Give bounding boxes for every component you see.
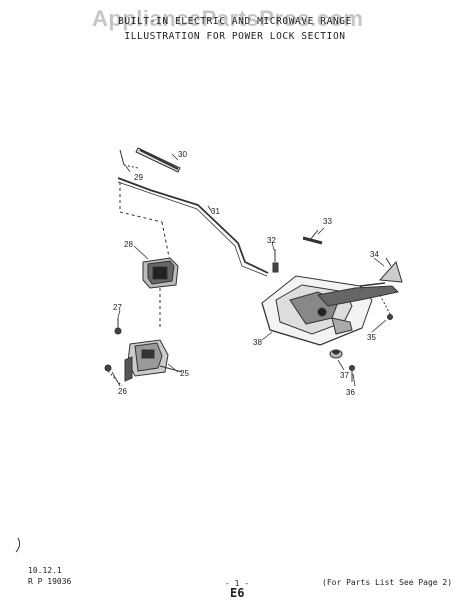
corner-mark (15, 537, 21, 553)
part-36-screw (349, 365, 355, 382)
callout-35: 35 (367, 333, 376, 342)
leader-lines (111, 153, 387, 387)
diagram-subtitle: ILLUSTRATION FOR POWER LOCK SECTION (124, 31, 346, 42)
watermark: AppliancePartsPros.com (92, 6, 364, 31)
doc-ref: R P 19036 (28, 577, 72, 586)
part-27-screw (114, 318, 122, 335)
callout-29: 29 (134, 173, 143, 182)
doc-code: 10.12.1 (28, 566, 62, 575)
diagram-title: BUILT-IN ELECTRIC AND MICROWAVE RANGE (118, 16, 352, 27)
part-33-pin (302, 229, 323, 245)
callout-33: 33 (323, 217, 332, 226)
part-37-grommet (329, 349, 343, 359)
callout-27: 27 (113, 303, 122, 312)
part-26-screw (104, 364, 123, 387)
callout-28: 28 (124, 240, 133, 249)
part-28-solenoid (142, 257, 179, 330)
part-31-rod (117, 177, 269, 277)
callout-36: 36 (346, 388, 355, 397)
page-number: - 1 - (225, 579, 250, 588)
callout-25: 25 (180, 369, 189, 378)
part-35-screw (379, 294, 393, 320)
page-letter: E6 (230, 586, 245, 600)
part-34-cap (378, 257, 403, 283)
part-32-bolt (272, 249, 279, 273)
callout-38: 38 (253, 338, 262, 347)
part-30-strip (119, 147, 181, 173)
callout-26: 26 (118, 387, 127, 396)
callout-32: 32 (267, 236, 276, 245)
parts-list-reference: (For Parts List See Page 2) (322, 578, 453, 587)
callout-31: 31 (211, 207, 220, 216)
callout-30: 30 (178, 150, 187, 159)
callout-34: 34 (370, 250, 379, 259)
part-38-lock-plate (261, 275, 400, 346)
callout-37: 37 (340, 371, 349, 380)
part-25-switch-bracket (124, 339, 183, 382)
